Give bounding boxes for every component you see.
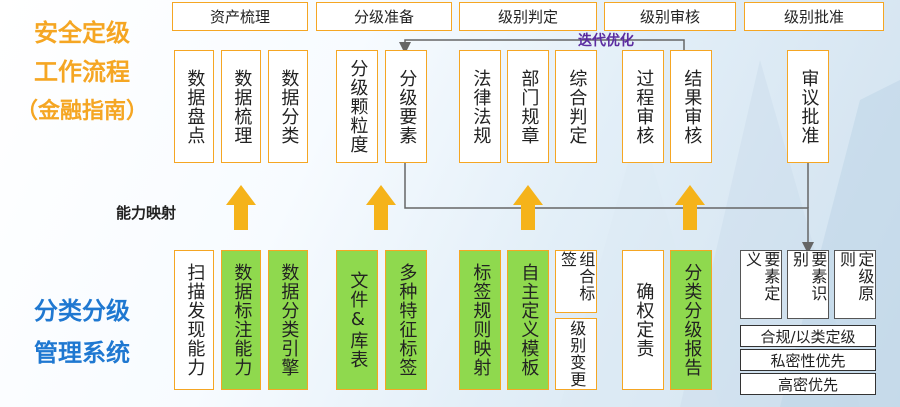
phase-grading-prep: 分级准备	[316, 2, 452, 31]
step-granularity: 分级颗粒度	[336, 50, 378, 163]
step-data-review: 数据梳理	[221, 50, 261, 163]
system-title-line1: 分类分级	[34, 297, 130, 325]
step-data-inventory: 数据盘点	[174, 50, 214, 163]
up-arrow-icon	[675, 185, 705, 230]
phase-asset-review: 资产梳理	[172, 2, 308, 31]
feature-ownership: 确权定责	[622, 250, 664, 390]
feature-tag-rule-mapping: 标签规则映射	[459, 250, 501, 390]
workflow-title: 安全定级 工作流程 （金融指南）	[0, 14, 164, 131]
step-comprehensive: 综合判定	[555, 50, 597, 163]
feature-grading-principle: 定级原则	[834, 250, 876, 319]
system-title-line2: 管理系统	[34, 339, 130, 367]
feature-scan-discovery: 扫描发现能力	[174, 250, 214, 390]
step-approval: 审议批准	[787, 50, 829, 163]
feature-factor-identify: 要素识别	[787, 250, 829, 319]
feature-report: 分类分级报告	[670, 250, 712, 390]
feature-files-tables: 文件&库表	[336, 250, 378, 390]
feature-combo-tags: 组合标签	[555, 250, 597, 313]
phase-level-approval: 级别批准	[744, 2, 884, 31]
rule-compliance: 合规/以类定级	[740, 325, 876, 347]
workflow-title-line2: 工作流程	[34, 58, 130, 86]
phase-level-judgement: 级别判定	[459, 2, 597, 31]
step-result-audit: 结果审核	[670, 50, 712, 163]
phase-level-review: 级别审核	[604, 2, 736, 31]
feature-classify-engine: 数据分类引擎	[268, 250, 308, 390]
up-arrow-icon	[513, 185, 543, 230]
up-arrow-icon	[366, 185, 396, 230]
rule-high-secrecy-first: 高密优先	[740, 373, 876, 395]
workflow-title-line1: 安全定级	[34, 19, 130, 47]
feature-feature-tags: 多种特征标签	[385, 250, 427, 390]
capability-mapping-label: 能力映射	[116, 204, 177, 222]
step-process-audit: 过程审核	[622, 50, 664, 163]
feature-custom-template: 自主定义模板	[507, 250, 549, 390]
step-grading-factors: 分级要素	[385, 50, 427, 163]
step-regulations: 部门规章	[507, 50, 549, 163]
step-data-classify: 数据分类	[268, 50, 308, 163]
iteration-label: 迭代优化	[578, 33, 634, 49]
step-laws: 法律法规	[459, 50, 501, 163]
feature-factor-define: 要素定义	[740, 250, 782, 319]
system-title: 分类分级 管理系统	[0, 290, 164, 374]
up-arrow-icon	[226, 185, 256, 230]
workflow-title-line3: （金融指南）	[15, 99, 148, 124]
rule-privacy-first: 私密性优先	[740, 349, 876, 371]
feature-level-change: 级别变更	[555, 318, 597, 390]
feature-data-labeling: 数据标注能力	[221, 250, 261, 390]
